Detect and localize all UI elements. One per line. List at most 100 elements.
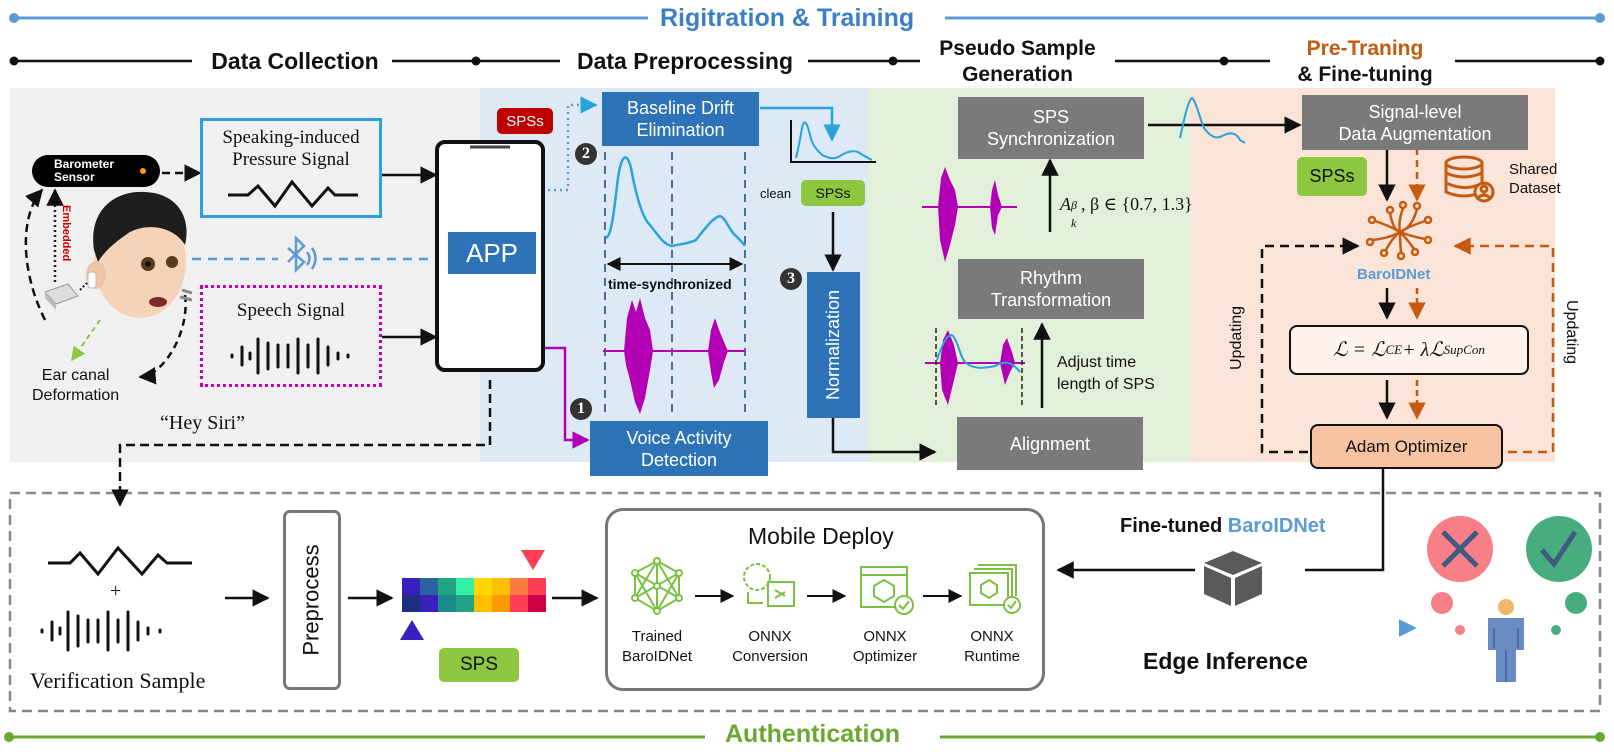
sps-heatmap-cell <box>438 595 456 612</box>
accept-icon <box>1526 516 1592 635</box>
loss-plus: + λℒ <box>1402 339 1444 361</box>
sps-heatmap-cell <box>510 595 528 612</box>
speech-waveform <box>603 298 745 414</box>
preprocess-label: Preprocess <box>299 544 324 656</box>
time-synchronized-label: time-synchronized <box>608 276 732 292</box>
sps-heatmap-cell <box>420 578 438 595</box>
ear-canal-line1: Ear canal <box>41 367 110 384</box>
deploy-step-line1: ONNX <box>863 628 907 645</box>
stage-pseudo-line2: Generation <box>962 63 1073 86</box>
panel-pretraining <box>1190 88 1555 462</box>
shared-line1: Shared <box>1509 161 1558 178</box>
sps-sync-line1: SPS <box>1032 107 1069 127</box>
mobile-deploy-panel <box>605 508 1045 691</box>
baroidnet-label: BaroIDNet <box>1357 266 1431 283</box>
embedded-label: Embedded <box>60 205 72 262</box>
deploy-step-line1: ONNX <box>970 628 1014 645</box>
clean-label: clean <box>760 186 792 201</box>
sps-heatmap-cell <box>438 578 456 595</box>
spss-raw-tag: SPSs <box>497 108 553 134</box>
deploy-step-line2: BaroIDNet <box>621 648 693 665</box>
sps-sync-line2: Synchronization <box>986 129 1116 149</box>
pressure-glyph <box>228 179 358 209</box>
ear-canal-label: Ear canal Deformation <box>32 366 119 406</box>
model-cube-icon <box>1204 551 1262 606</box>
augment-line2: Data Augmentation <box>1338 123 1492 144</box>
stage-pretraining-line1: Pre-Traning <box>1306 37 1424 60</box>
sps-heatmap-cell <box>402 595 420 612</box>
pressure-signal-line2: Pressure Signal <box>232 149 350 170</box>
sps-tag: SPS <box>439 648 519 682</box>
preprocess-box: Preprocess <box>283 510 341 690</box>
sps-heatmap-cell <box>474 578 492 595</box>
training-spss-tag: SPSs <box>1297 157 1367 196</box>
speech-signal-label: Speech Signal <box>236 300 346 321</box>
sps-heatmap-cell <box>456 595 474 612</box>
normalization-label: Normalization <box>823 289 844 401</box>
adjust-time-label: Adjust time length of SPS <box>1057 352 1155 396</box>
speech-signal-box: Speech Signal <box>200 285 382 387</box>
rhythm-waveform <box>922 167 1025 405</box>
deploy-step-line1: Trained <box>631 628 683 645</box>
finetuned-net: BaroIDNet <box>1227 515 1326 537</box>
clean-spss-tag: SPSs <box>801 180 865 206</box>
reject-icon <box>1427 516 1493 635</box>
step-2-badge: 2 <box>575 143 597 165</box>
rhythm-line2: Transformation <box>990 290 1112 310</box>
user-figure-icon <box>1488 599 1524 682</box>
alignment-label: Alignment <box>1009 433 1091 454</box>
bluetooth-icon <box>287 234 317 274</box>
sync-guides <box>604 152 746 415</box>
formula-sup: β <box>1071 198 1077 212</box>
sps-heatmap-cell <box>492 578 510 595</box>
augment-line1: Signal-level <box>1368 101 1462 122</box>
shared-dataset-icon <box>1444 155 1495 203</box>
formula-rest: , β ∈ {0.7, 1.3} <box>1081 194 1193 214</box>
deploy-step-runtime: ONNX Runtime <box>956 627 1028 667</box>
clean-sps-waveform <box>795 121 873 161</box>
app-button[interactable]: APP <box>448 232 536 274</box>
deploy-step-line1: ONNX <box>748 628 792 645</box>
status-dot-icon <box>140 168 146 174</box>
formula-sub: k <box>1071 216 1077 230</box>
synced-sps-waveform <box>1179 96 1246 144</box>
vad-line1: Voice Activity <box>626 427 732 448</box>
face-avatar <box>86 191 193 318</box>
alignment-box: Alignment <box>957 417 1143 470</box>
sps-heatmap-cell <box>456 578 474 595</box>
loss-main: ℒ = ℒ <box>1333 339 1386 361</box>
hey-siri-label: “Hey Siri” <box>160 412 245 434</box>
adjust-line2: length of SPS <box>1057 376 1155 393</box>
onnx-optimizer-icon <box>860 566 914 615</box>
finetuned-model-label: Fine-tuned BaroIDNet <box>1120 515 1326 538</box>
authentication-frame <box>8 491 1602 713</box>
onnx-conversion-icon <box>743 563 795 607</box>
plus-sign: + <box>110 580 122 602</box>
loss-ce: CE <box>1385 342 1403 357</box>
sps-heatmap-cell <box>402 578 420 595</box>
finetuned-prefix: Fine-tuned <box>1120 515 1228 537</box>
speech-glyph <box>230 337 350 375</box>
verification-sample-label: Verification Sample <box>30 668 206 693</box>
trained-net-icon <box>631 557 683 615</box>
top-banner-line <box>9 13 1605 23</box>
sps-end-marker <box>521 550 545 570</box>
bottom-banner-line <box>4 732 1605 742</box>
adam-optimizer-box: Adam Optimizer <box>1310 424 1503 469</box>
shared-dataset-label: Shared Dataset <box>1509 160 1561 198</box>
deploy-step-line2: Runtime <box>964 648 1020 665</box>
rhythm-line1: Rhythm <box>1019 268 1082 288</box>
baseline-line2: Elimination <box>636 120 725 140</box>
sps-heatmap-cell <box>492 595 510 612</box>
sps-heatmap-cell <box>474 595 492 612</box>
adjust-line1: Adjust time <box>1057 354 1137 371</box>
updating-left-label: Updating <box>1228 305 1245 370</box>
